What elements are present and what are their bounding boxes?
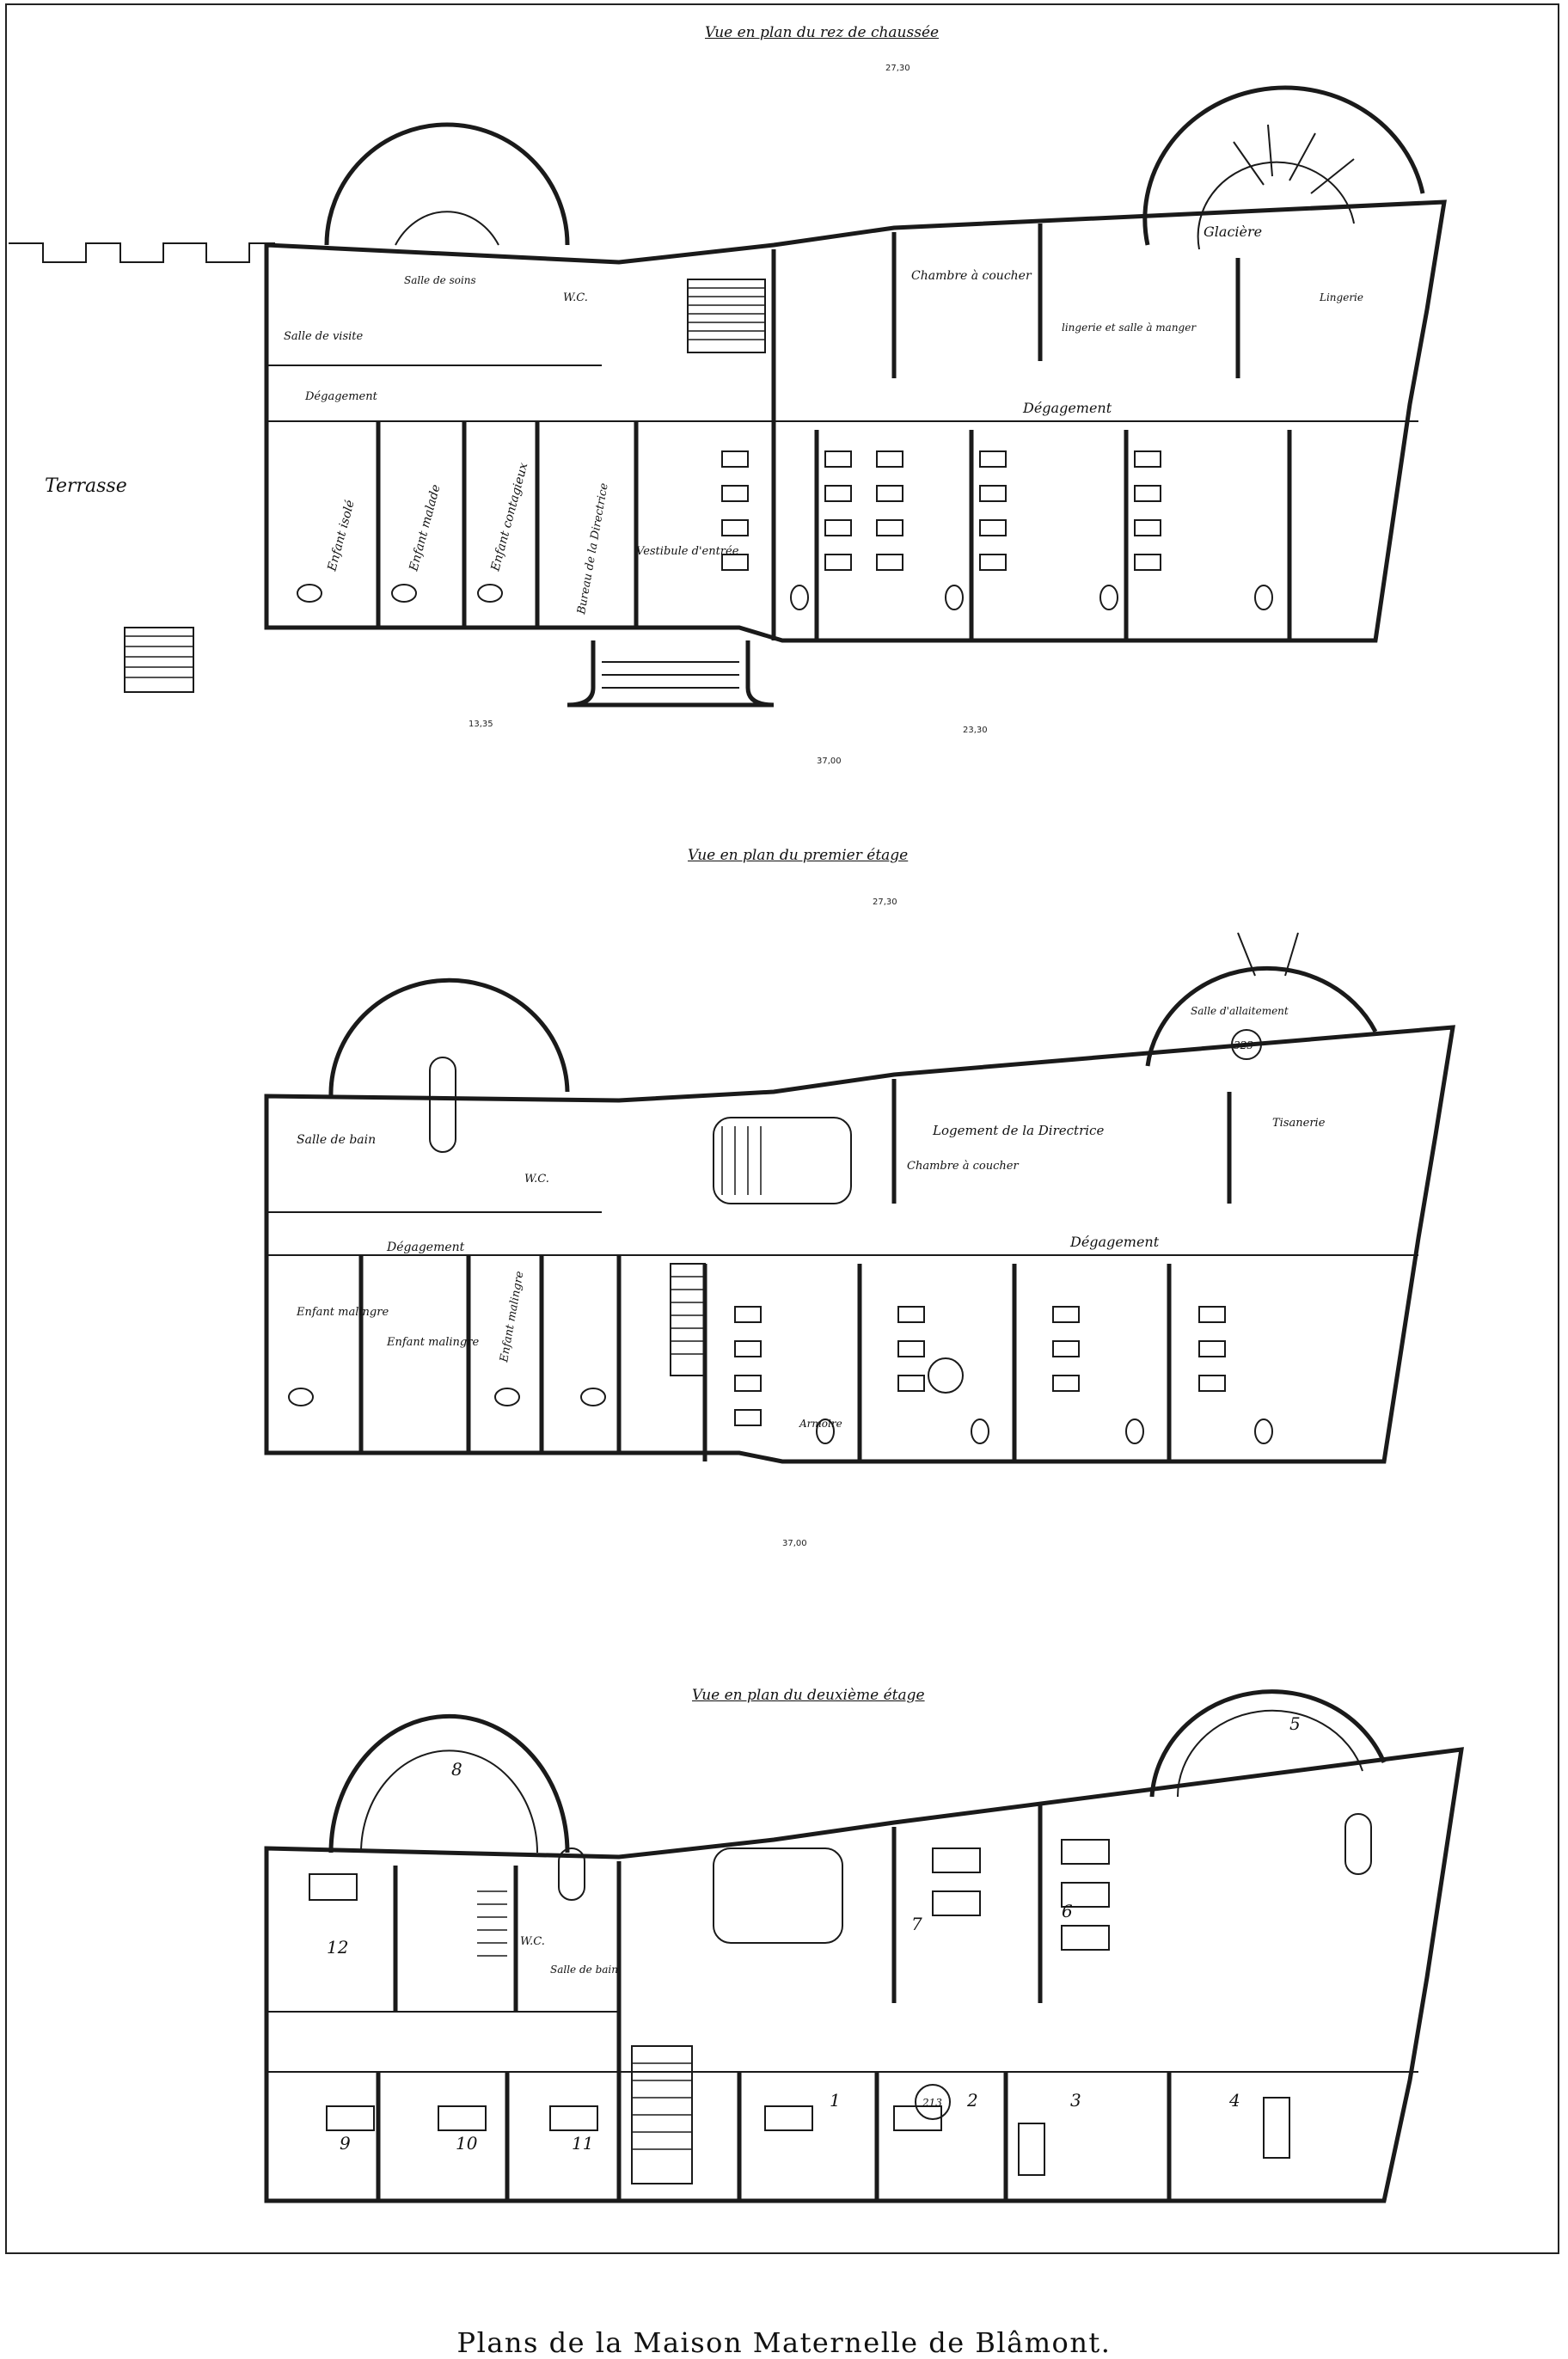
sheet-caption: Plans de la Maison Maternelle de Blâmont…: [456, 2326, 1112, 2359]
degagement-left-label: Dégagement: [304, 390, 378, 403]
terrasse-label: Terrasse: [45, 475, 127, 497]
second-wc-label: W.C.: [520, 1935, 545, 1948]
first-right-rotunda: [1145, 965, 1378, 1067]
second-right-rotunda: [1149, 1689, 1387, 1798]
logement-directrice-label: Logement de la Directrice: [932, 1123, 1104, 1138]
chambre-a-coucher-label: Chambre à coucher: [911, 269, 1032, 283]
room-4: 4: [1228, 2090, 1240, 2111]
terrace-stair: [124, 627, 194, 693]
room-6: 6: [1062, 1901, 1073, 1921]
room-3: 3: [1070, 2090, 1081, 2111]
second-stair: [713, 1847, 843, 1944]
ground-stair: [687, 279, 766, 353]
ground-dim-total: 37,00: [817, 757, 842, 766]
first-floor-plan: Salle de bain W.C. Logement de la Direct…: [264, 898, 1455, 1548]
room-11: 11: [572, 2133, 593, 2154]
armoire-label: Armoire: [799, 1418, 842, 1430]
first-dim-total: 37,00: [782, 1539, 807, 1548]
salle-de-soins-label: Salle de soins: [404, 274, 476, 286]
lingerie-label: Lingerie: [1319, 291, 1363, 303]
first-dim-top: 27,30: [873, 898, 897, 907]
first-floor-outline: [264, 1025, 1455, 1464]
salle-de-visite-label: Salle de visite: [284, 330, 364, 343]
salle-de-bain-label: Salle de bain: [297, 1133, 376, 1147]
ground-dim-top: 27,30: [885, 64, 910, 73]
second-floor-plan: 8 12 9 10 11 1 2 3 4 5 6 7 W.C. Salle de…: [264, 1689, 1464, 2203]
ground-dim-left: 13,35: [469, 720, 493, 729]
first-degagement-left-label: Dégagement: [386, 1241, 465, 1254]
first-chambre-label: Chambre à coucher: [907, 1160, 1019, 1173]
room-9: 9: [340, 2133, 351, 2154]
enfant-isole-label: Enfant isolé: [325, 499, 358, 573]
first-degagement-right-label: Dégagement: [1069, 1234, 1160, 1250]
salle-allaitement-label: Salle d'allaitement: [1191, 1005, 1289, 1017]
ground-wc-label: W.C.: [563, 291, 588, 304]
room-10: 10: [456, 2133, 478, 2154]
second-floor-title: Vue en plan du deuxième étage: [692, 1687, 925, 1704]
second-room-number: 213: [922, 2097, 942, 2109]
enfant-malingre-2-label: Enfant malingre: [386, 1336, 479, 1349]
room-5: 5: [1289, 1713, 1301, 1734]
first-floor-title: Vue en plan du premier étage: [688, 847, 909, 864]
second-salle-de-bain-label: Salle de bain: [550, 1964, 618, 1976]
enfant-malade-label: Enfant malade: [407, 483, 444, 573]
ground-left-apse: [324, 122, 570, 246]
terrace-wall: [9, 242, 275, 263]
room-7: 7: [911, 1914, 922, 1934]
room-2: 2: [966, 2090, 978, 2111]
sheet-border: [5, 3, 1559, 2254]
lingerie-salle-label: lingerie et salle à manger: [1062, 322, 1197, 334]
ground-floor-plan: Terrasse Salle de visite Salle de soins …: [9, 64, 1447, 766]
room-8: 8: [451, 1759, 462, 1780]
first-left-apse: [328, 977, 570, 1097]
ground-floor-title: Vue en plan du rez de chaussée: [705, 24, 940, 41]
second-left-apse: [328, 1713, 570, 1854]
second-floor-outline: [264, 1747, 1464, 2203]
room-12: 12: [327, 1937, 348, 1958]
first-room-number: 323: [1234, 1039, 1253, 1051]
degagement-right-label: Dégagement: [1022, 400, 1112, 416]
room-1: 1: [830, 2090, 841, 2111]
first-wc-label: W.C.: [524, 1173, 549, 1186]
central-bathtub: [429, 1057, 456, 1153]
enfant-contagieux-label: Enfant contagieux: [488, 461, 530, 573]
glaciere-rotunda: [1142, 85, 1425, 246]
entrance-steps: [567, 640, 775, 708]
enfant-malingre-1-label: Enfant malingre: [296, 1306, 389, 1319]
ground-dim-mid: 23,30: [963, 726, 988, 735]
bureau-directrice-label: Bureau de la Directrice: [575, 482, 611, 616]
tisanerie-label: Tisanerie: [1272, 1117, 1326, 1130]
first-stair: [713, 1117, 852, 1204]
ground-floor-outline: [264, 199, 1447, 643]
vestibule-label: Vestibule d'entrée: [636, 545, 739, 558]
glaciere-label: Glacière: [1204, 224, 1262, 240]
enfant-malingre-3-label: Enfant malingre: [498, 1270, 527, 1363]
